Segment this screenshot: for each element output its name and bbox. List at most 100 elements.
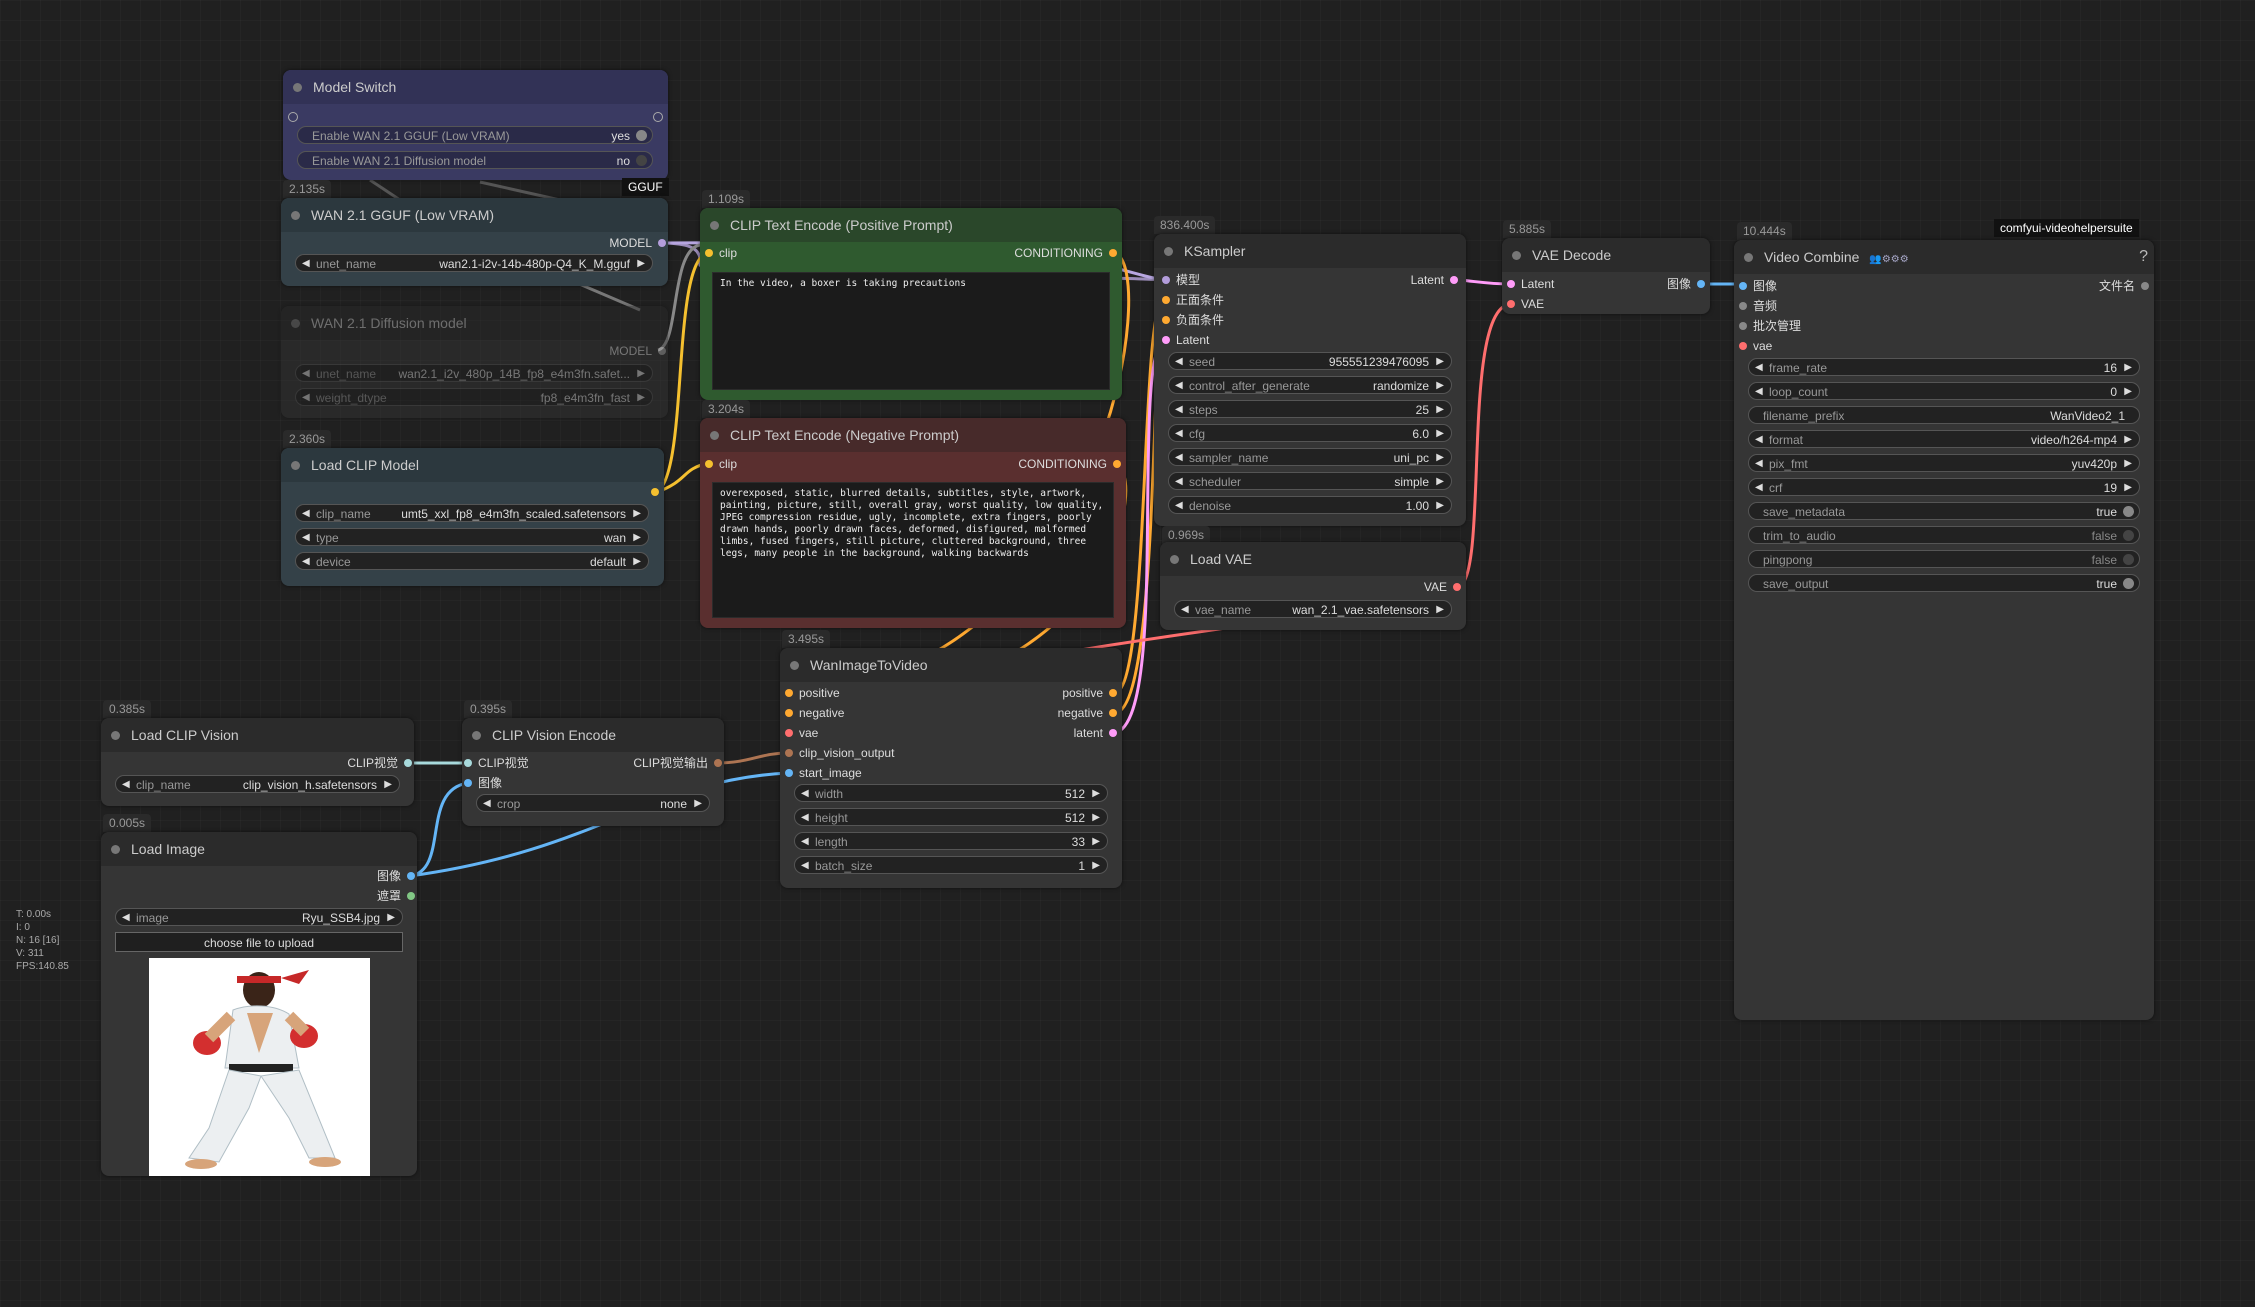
toggle-knob[interactable] — [2123, 578, 2134, 589]
decrement-arrow[interactable]: ◀ — [302, 368, 310, 379]
vae-decode-node[interactable]: VAE Decode Latent VAE 图像 — [1502, 238, 1710, 314]
input-vae[interactable]: vae — [1739, 338, 1772, 354]
load-clip-node[interactable]: Load CLIP Model ◀ clip_name umt5_xxl_fp8… — [281, 448, 664, 586]
input-vae[interactable]: VAE — [1507, 296, 1544, 312]
increment-arrow[interactable]: ▶ — [694, 798, 702, 809]
steps-widget[interactable]: ◀ steps 25 ▶ — [1168, 400, 1452, 418]
output-pin[interactable] — [653, 112, 663, 122]
output-image[interactable]: 图像 — [1667, 276, 1705, 292]
decrement-arrow[interactable]: ◀ — [302, 258, 310, 269]
input-pin[interactable] — [705, 249, 713, 257]
increment-arrow[interactable]: ▶ — [2124, 434, 2132, 445]
input-pin[interactable] — [1739, 342, 1747, 350]
clip-positive-title-bar[interactable]: CLIP Text Encode (Positive Prompt) — [700, 208, 1122, 242]
input-batch-manager[interactable]: 批次管理 — [1739, 318, 1801, 334]
input-pin[interactable] — [464, 759, 472, 767]
output-pin[interactable] — [1453, 583, 1461, 591]
length-widget[interactable]: ◀ length 33 ▶ — [794, 832, 1108, 850]
positive-prompt-textarea[interactable]: In the video, a boxer is taking precauti… — [712, 272, 1110, 390]
output-pin[interactable] — [1450, 276, 1458, 284]
input-pin[interactable] — [288, 112, 298, 122]
input-pin[interactable] — [1162, 296, 1170, 304]
increment-arrow[interactable]: ▶ — [1436, 356, 1444, 367]
increment-arrow[interactable]: ▶ — [1436, 500, 1444, 511]
output-pin[interactable] — [2141, 282, 2149, 290]
increment-arrow[interactable]: ▶ — [387, 912, 395, 923]
trim-to-audio-toggle[interactable]: trim_to_audio false — [1748, 526, 2140, 544]
decrement-arrow[interactable]: ◀ — [1755, 362, 1763, 373]
video-combine-title-bar[interactable]: Video Combine 👥⚙⚙⚙ ? — [1734, 240, 2154, 274]
output-pin[interactable] — [658, 239, 666, 247]
model-switch-node[interactable]: Model Switch Enable WAN 2.1 GGUF (Low VR… — [283, 70, 668, 180]
output-negative[interactable]: negative — [1058, 705, 1117, 721]
input-pin[interactable] — [1507, 280, 1515, 288]
input-pin[interactable] — [1739, 322, 1747, 330]
input-positive[interactable]: 正面条件 — [1162, 292, 1224, 308]
input-pin[interactable] — [1162, 316, 1170, 324]
load-image-node[interactable]: Load Image 图像 遮罩 ◀ image Ryu_SSB4.jpg ▶ … — [101, 832, 417, 1176]
height-widget[interactable]: ◀ height 512 ▶ — [794, 808, 1108, 826]
decrement-arrow[interactable]: ◀ — [302, 532, 310, 543]
format-widget[interactable]: ◀ format video/h264-mp4 ▶ — [1748, 430, 2140, 448]
increment-arrow[interactable]: ▶ — [1092, 860, 1100, 871]
input-audio[interactable]: 音频 — [1739, 298, 1777, 314]
output-filenames[interactable]: 文件名 — [2099, 278, 2149, 294]
decrement-arrow[interactable]: ◀ — [122, 912, 130, 923]
decrement-arrow[interactable]: ◀ — [1175, 476, 1183, 487]
decrement-arrow[interactable]: ◀ — [1755, 386, 1763, 397]
save-metadata-toggle[interactable]: save_metadata true — [1748, 502, 2140, 520]
input-negative[interactable]: 负面条件 — [1162, 312, 1224, 328]
toggle-knob[interactable] — [2123, 554, 2134, 565]
output-pin[interactable] — [1109, 249, 1117, 257]
model-switch-title-bar[interactable]: Model Switch — [283, 70, 668, 104]
unet-name-widget[interactable]: ◀ unet_name wan2.1_i2v_480p_14B_fp8_e4m3… — [295, 364, 653, 382]
output-mask[interactable]: 遮罩 — [377, 888, 415, 904]
clip-positive-node[interactable]: CLIP Text Encode (Positive Prompt) clip … — [700, 208, 1122, 400]
output-clip-vision-output[interactable]: CLIP视觉输出 — [633, 755, 722, 771]
toggle-knob[interactable] — [2123, 530, 2134, 541]
input-clip-vision[interactable]: CLIP视觉 — [464, 755, 529, 771]
pingpong-toggle[interactable]: pingpong false — [1748, 550, 2140, 568]
negative-prompt-textarea[interactable]: overexposed, static, blurred details, su… — [712, 482, 1114, 618]
clip-negative-title-bar[interactable]: CLIP Text Encode (Negative Prompt) — [700, 418, 1126, 452]
load-clip-vision-title-bar[interactable]: Load CLIP Vision — [101, 718, 414, 752]
decrement-arrow[interactable]: ◀ — [1175, 452, 1183, 463]
decrement-arrow[interactable]: ◀ — [1175, 380, 1183, 391]
decrement-arrow[interactable]: ◀ — [801, 860, 809, 871]
increment-arrow[interactable]: ▶ — [1436, 452, 1444, 463]
weight-dtype-widget[interactable]: ◀ weight_dtype fp8_e4m3fn_fast ▶ — [295, 388, 653, 406]
image-select-widget[interactable]: ◀ image Ryu_SSB4.jpg ▶ — [115, 908, 403, 926]
increment-arrow[interactable]: ▶ — [2124, 482, 2132, 493]
clip-vision-encode-node[interactable]: CLIP Vision Encode CLIP视觉 图像 CLIP视觉输出 ◀ … — [462, 718, 724, 826]
decrement-arrow[interactable]: ◀ — [302, 556, 310, 567]
output-pin[interactable] — [1109, 729, 1117, 737]
input-pin[interactable] — [785, 749, 793, 757]
input-pin[interactable] — [785, 689, 793, 697]
input-positive[interactable]: positive — [785, 685, 840, 701]
output-clip-vision[interactable]: CLIP视觉 — [347, 755, 412, 771]
help-icon[interactable]: ? — [2139, 248, 2148, 265]
enable-diffusion-toggle[interactable]: Enable WAN 2.1 Diffusion model no — [297, 151, 653, 169]
load-clip-vision-node[interactable]: Load CLIP Vision CLIP视觉 ◀ clip_name clip… — [101, 718, 414, 806]
load-vae-node[interactable]: Load VAE VAE ◀ vae_name wan_2.1_vae.safe… — [1160, 542, 1466, 630]
increment-arrow[interactable]: ▶ — [2124, 458, 2132, 469]
vae-name-widget[interactable]: ◀ vae_name wan_2.1_vae.safetensors ▶ — [1174, 600, 1452, 618]
load-clip-title-bar[interactable]: Load CLIP Model — [281, 448, 664, 482]
wan-diffusion-title-bar[interactable]: WAN 2.1 Diffusion model — [281, 306, 668, 340]
output-pin[interactable] — [404, 759, 412, 767]
input-model[interactable]: 模型 — [1162, 272, 1200, 288]
type-widget[interactable]: ◀ type wan ▶ — [295, 528, 649, 546]
input-pin[interactable] — [705, 460, 713, 468]
video-combine-node[interactable]: Video Combine 👥⚙⚙⚙ ? 图像 音频 批次管理 vae 文件名 … — [1734, 240, 2154, 1020]
ksampler-node[interactable]: KSampler 模型 正面条件 负面条件 Latent Latent ◀ se… — [1154, 234, 1466, 526]
decrement-arrow[interactable]: ◀ — [1175, 500, 1183, 511]
output-latent[interactable]: latent — [1074, 725, 1117, 741]
input-image[interactable]: 图像 — [464, 775, 502, 791]
output-pin[interactable] — [714, 759, 722, 767]
output-image[interactable]: 图像 — [377, 868, 415, 884]
output-positive[interactable]: positive — [1062, 685, 1117, 701]
increment-arrow[interactable]: ▶ — [1092, 812, 1100, 823]
load-vae-title-bar[interactable]: Load VAE — [1160, 542, 1466, 576]
seed-widget[interactable]: ◀ seed 955551239476095 ▶ — [1168, 352, 1452, 370]
input-pin[interactable] — [1507, 300, 1515, 308]
